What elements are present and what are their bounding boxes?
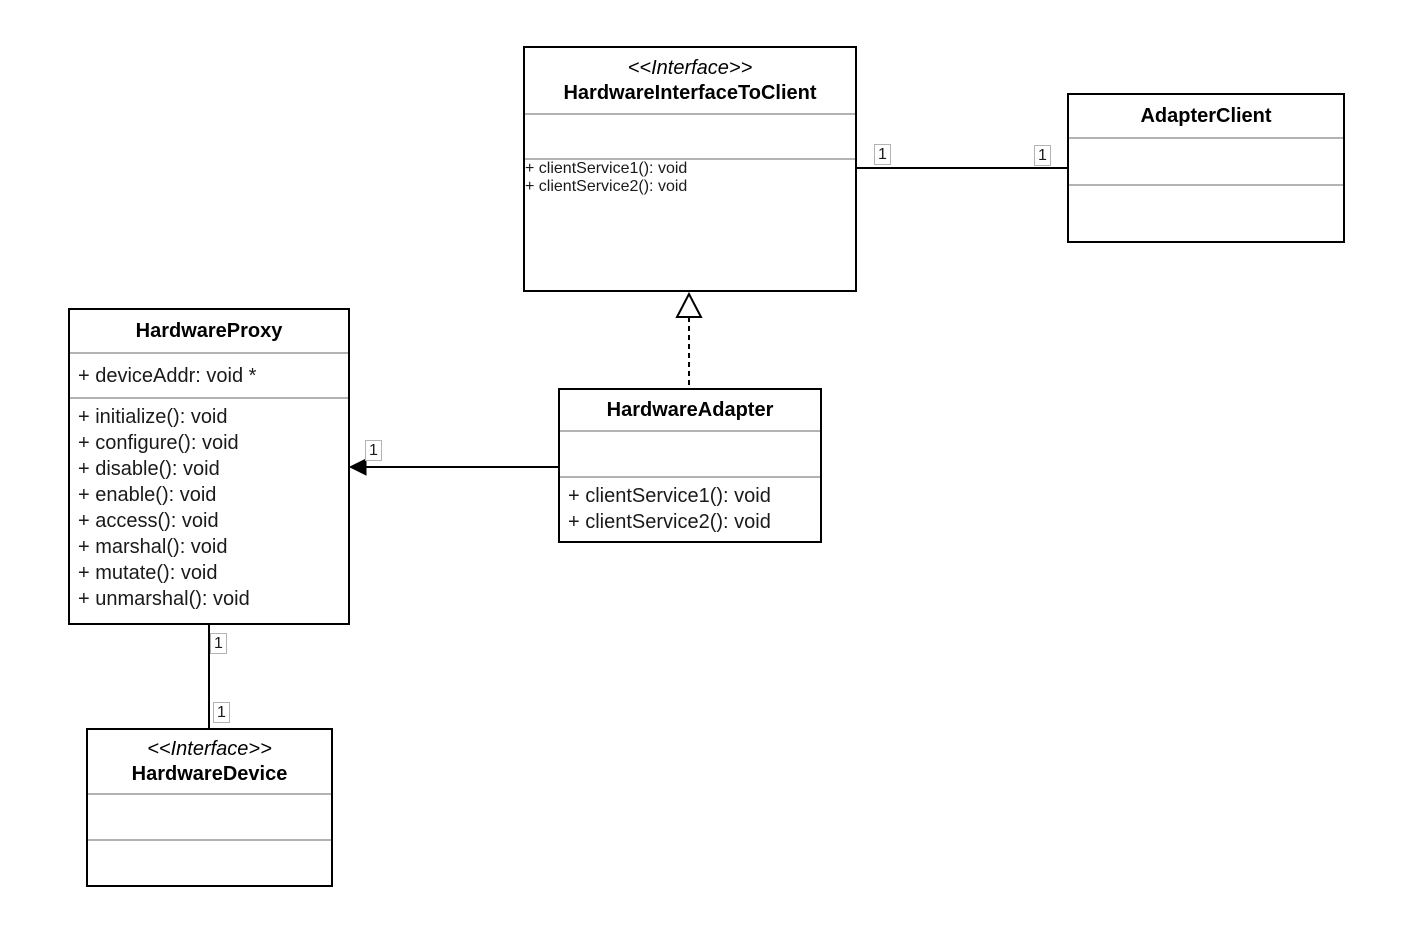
class-name-label: HardwareDevice — [131, 762, 288, 785]
method-label: + access(): void — [78, 510, 219, 532]
method-label: + unmarshal(): void — [78, 588, 250, 610]
class-name-label: HardwareAdapter — [606, 398, 774, 421]
hollow-triangle-arrowhead-icon — [675, 291, 703, 318]
method-label: + clientService1(): void — [568, 485, 771, 507]
methods-compartment — [1069, 184, 1343, 241]
method-label: + configure(): void — [78, 432, 239, 454]
class-title: AdapterClient — [1069, 95, 1343, 137]
class-title: HardwareAdapter — [560, 390, 820, 430]
realization-adapter-hitc[interactable] — [675, 291, 703, 388]
method-label: + clientService2(): void — [525, 178, 688, 195]
attributes-compartment — [525, 113, 855, 158]
method-label: + disable(): void — [78, 458, 220, 480]
method-label: + enable(): void — [78, 484, 217, 506]
class-hardware-device[interactable]: <<Interface>> HardwareDevice — [86, 728, 333, 887]
method-label: + initialize(): void — [78, 406, 228, 428]
methods-compartment: + initialize(): void + configure(): void… — [70, 397, 348, 623]
methods-compartment: + clientService1(): void + clientService… — [560, 476, 820, 541]
directed-association-adapter-proxy[interactable] — [348, 458, 558, 476]
attribute-label: + deviceAddr: void * — [78, 364, 257, 387]
class-hardware-adapter[interactable]: HardwareAdapter + clientService1(): void… — [558, 388, 822, 543]
class-title: <<Interface>> HardwareDevice — [88, 730, 331, 793]
attributes-compartment — [560, 430, 820, 476]
methods-compartment: + clientService1(): void + clientService… — [525, 158, 855, 290]
attributes-compartment — [1069, 137, 1343, 184]
methods-compartment — [88, 839, 331, 885]
attributes-compartment: + deviceAddr: void * — [70, 352, 348, 397]
multiplicity-label-proxy-bottom: 1 — [210, 633, 227, 654]
class-name-label: AdapterClient — [1140, 104, 1272, 127]
multiplicity-label-proxy-end: 1 — [365, 440, 382, 461]
class-title: <<Interface>> HardwareInterfaceToClient — [525, 48, 855, 113]
stereotype-label: <<Interface>> — [147, 737, 272, 760]
filled-arrowhead-icon — [348, 458, 367, 476]
method-label: + mutate(): void — [78, 562, 218, 584]
stereotype-label: <<Interface>> — [627, 56, 753, 79]
multiplicity-label-device-top: 1 — [213, 702, 230, 723]
class-name-label: HardwareInterfaceToClient — [563, 81, 817, 104]
method-label: + clientService2(): void — [568, 511, 771, 533]
multiplicity-label-adapterclient-end: 1 — [1034, 145, 1051, 166]
class-hardware-proxy[interactable]: HardwareProxy + deviceAddr: void * + ini… — [68, 308, 350, 625]
class-title: HardwareProxy — [70, 310, 348, 352]
method-label: + marshal(): void — [78, 536, 228, 558]
class-hardware-interface-to-client[interactable]: <<Interface>> HardwareInterfaceToClient … — [523, 46, 857, 292]
attributes-compartment — [88, 793, 331, 839]
method-label: + clientService1(): void — [525, 160, 688, 177]
multiplicity-label-hitc-end: 1 — [874, 144, 891, 165]
class-adapter-client[interactable]: AdapterClient — [1067, 93, 1345, 243]
class-name-label: HardwareProxy — [135, 319, 283, 342]
